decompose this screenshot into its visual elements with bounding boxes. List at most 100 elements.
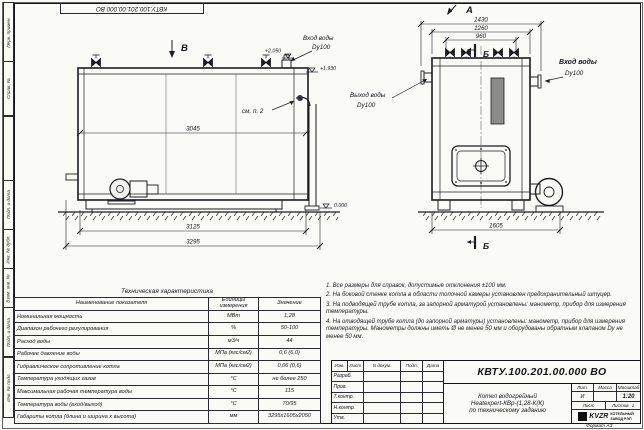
col-header: Подп. bbox=[401, 361, 424, 371]
table-header-row: Наименование показателя Единицы измерени… bbox=[14, 297, 321, 311]
col-header: Дата bbox=[427, 363, 440, 369]
inlet-nozzle-side bbox=[281, 59, 292, 69]
boiler-body-side bbox=[77, 67, 309, 201]
fan-assembly bbox=[529, 177, 564, 213]
empty-cell bbox=[423, 372, 443, 382]
dim-1605-label: 1605 bbox=[489, 223, 503, 230]
cell: °С bbox=[208, 397, 259, 412]
company-name-line: ЗАВОД РЭП bbox=[610, 416, 632, 421]
dim-960-label: 960 bbox=[476, 33, 487, 40]
empty-cell bbox=[423, 382, 443, 392]
note-4: 4. На отводящей трубе котла (до запорной… bbox=[326, 318, 625, 341]
table-row: Диапазон рабочего регулирования%50-100 bbox=[14, 322, 321, 336]
cell: 115 bbox=[258, 385, 321, 399]
strip-inv-podl: Инв. № подл. bbox=[2, 356, 14, 418]
table-row: Габариты котла (длина и ширина х высота)… bbox=[14, 410, 321, 425]
cell: Температура уходящих газов bbox=[14, 372, 209, 387]
empty-cell bbox=[364, 382, 402, 392]
section-b-top-label: Б bbox=[483, 49, 489, 59]
elevation-mark-icon bbox=[284, 53, 292, 59]
side-inlet-label: Вход воды bbox=[303, 34, 334, 42]
note-3: 3. На подводящей трубе котла, за запорно… bbox=[326, 301, 626, 316]
doc-number: КВТУ.100.201.00.000 ВО bbox=[444, 361, 640, 384]
cell: Диапазон рабочего регулирования bbox=[14, 322, 209, 336]
elev-top-label: +2.050 bbox=[265, 49, 281, 55]
empty-cell bbox=[423, 403, 443, 413]
cell: °С bbox=[208, 385, 259, 399]
outlet-leader-line bbox=[391, 78, 428, 99]
role-label: Утв. bbox=[332, 413, 364, 423]
dim-1605 bbox=[428, 212, 564, 234]
level-gauge bbox=[490, 77, 505, 125]
header-cell: Значение bbox=[258, 297, 321, 311]
empty-cell bbox=[401, 403, 424, 413]
dims-top bbox=[417, 20, 545, 71]
kvzr-logo-text: KVZR bbox=[589, 413, 609, 420]
rear-standpipe bbox=[295, 95, 320, 211]
note-2: 2. На боковой стенке котла в области топ… bbox=[326, 292, 612, 299]
tech-characteristics: Техническая характеристика Наименование … bbox=[14, 288, 321, 425]
outlet-label: Выход воды bbox=[350, 91, 386, 99]
tech-table-title: Техническая характеристика bbox=[120, 288, 214, 295]
dim-3125-label: 3125 bbox=[186, 224, 200, 231]
lit-value: И bbox=[572, 392, 594, 401]
kvzr-logo-icon bbox=[578, 412, 588, 421]
empty-cell bbox=[423, 414, 443, 424]
dim-3295 bbox=[62, 200, 324, 250]
dim-3045 bbox=[76, 129, 310, 137]
side-view-labels: В Вход воды Dy100 +2.050 +1.930 см. п. 2… bbox=[181, 34, 347, 246]
empty-cell bbox=[364, 392, 402, 402]
front-view-labels: А 1430 1260 960 Б Выход воды Dy100 Вход … bbox=[350, 5, 597, 251]
product-name: Котел водогрейный Heatexpert-КВр-(1,28-К… bbox=[444, 384, 572, 423]
mass-header: Масса bbox=[594, 384, 617, 391]
cell: 50-100 bbox=[258, 322, 321, 336]
outlet-dn: Dy100 bbox=[357, 102, 376, 109]
scale-header: Масштаб bbox=[617, 385, 640, 390]
format-note: Формат А3 bbox=[586, 424, 613, 430]
boiler-body-front bbox=[431, 57, 531, 201]
company-cell: KVZR КОТЕЛЬНЫЙ ЗАВОД РЭП bbox=[572, 410, 640, 423]
leg bbox=[511, 199, 525, 211]
dim-1260-label: 1260 bbox=[474, 25, 488, 32]
cell: мм bbox=[208, 410, 259, 425]
product-name-line: Котел водогрейный bbox=[478, 392, 537, 400]
dim-1430-label: 1430 bbox=[474, 17, 488, 24]
mass-value bbox=[594, 392, 617, 401]
cell: МПа (кгс/см2) bbox=[208, 347, 259, 362]
drawing-notes: 1. Все размеры для справок, допустимые о… bbox=[326, 283, 634, 344]
sheets-cell: Листов 1 bbox=[606, 402, 640, 409]
zero-level-mark-icon bbox=[322, 203, 330, 209]
leg bbox=[437, 199, 451, 211]
cell: % bbox=[208, 322, 259, 336]
front-inlet-label: Вход воды bbox=[559, 58, 597, 66]
view-b-label: В bbox=[181, 43, 188, 54]
col-header: Лист bbox=[348, 361, 364, 371]
cell: МПа (кгс/см2) bbox=[208, 360, 259, 374]
cell: м3/ч bbox=[208, 334, 259, 349]
header-cell: Единицы измерения bbox=[208, 297, 259, 311]
top-valve-icons bbox=[91, 54, 271, 68]
burner-assembly bbox=[107, 178, 159, 205]
inlet-nozzle-front bbox=[529, 76, 539, 87]
cell: 0,6 (6,0) bbox=[258, 347, 321, 362]
view-b-arrowhead-icon bbox=[169, 51, 175, 58]
left-margin-strips: Перв. примен. Справ. № Подп. и дата Инв.… bbox=[2, 2, 14, 424]
cell: МВт bbox=[208, 309, 259, 324]
product-name-line: Heatexpert-КВр-(1,28-К(К) bbox=[470, 399, 545, 407]
header-cell: Наименование показателя bbox=[14, 297, 209, 311]
note-1: 1. Все размеры для справок, допустимые о… bbox=[326, 283, 507, 289]
sheets-label: Листов bbox=[611, 403, 629, 408]
top-doc-number-box: КВТУ.100.201.00.000 ВО bbox=[60, 3, 204, 14]
cell: °С bbox=[208, 372, 259, 387]
dim-3045-label: 3045 bbox=[186, 126, 200, 133]
dim-3295-label: 3295 bbox=[186, 239, 200, 246]
company-name: КОТЕЛЬНЫЙ ЗАВОД РЭП bbox=[610, 412, 633, 421]
col-header: Изм. bbox=[332, 361, 348, 371]
empty-cell bbox=[401, 392, 424, 402]
